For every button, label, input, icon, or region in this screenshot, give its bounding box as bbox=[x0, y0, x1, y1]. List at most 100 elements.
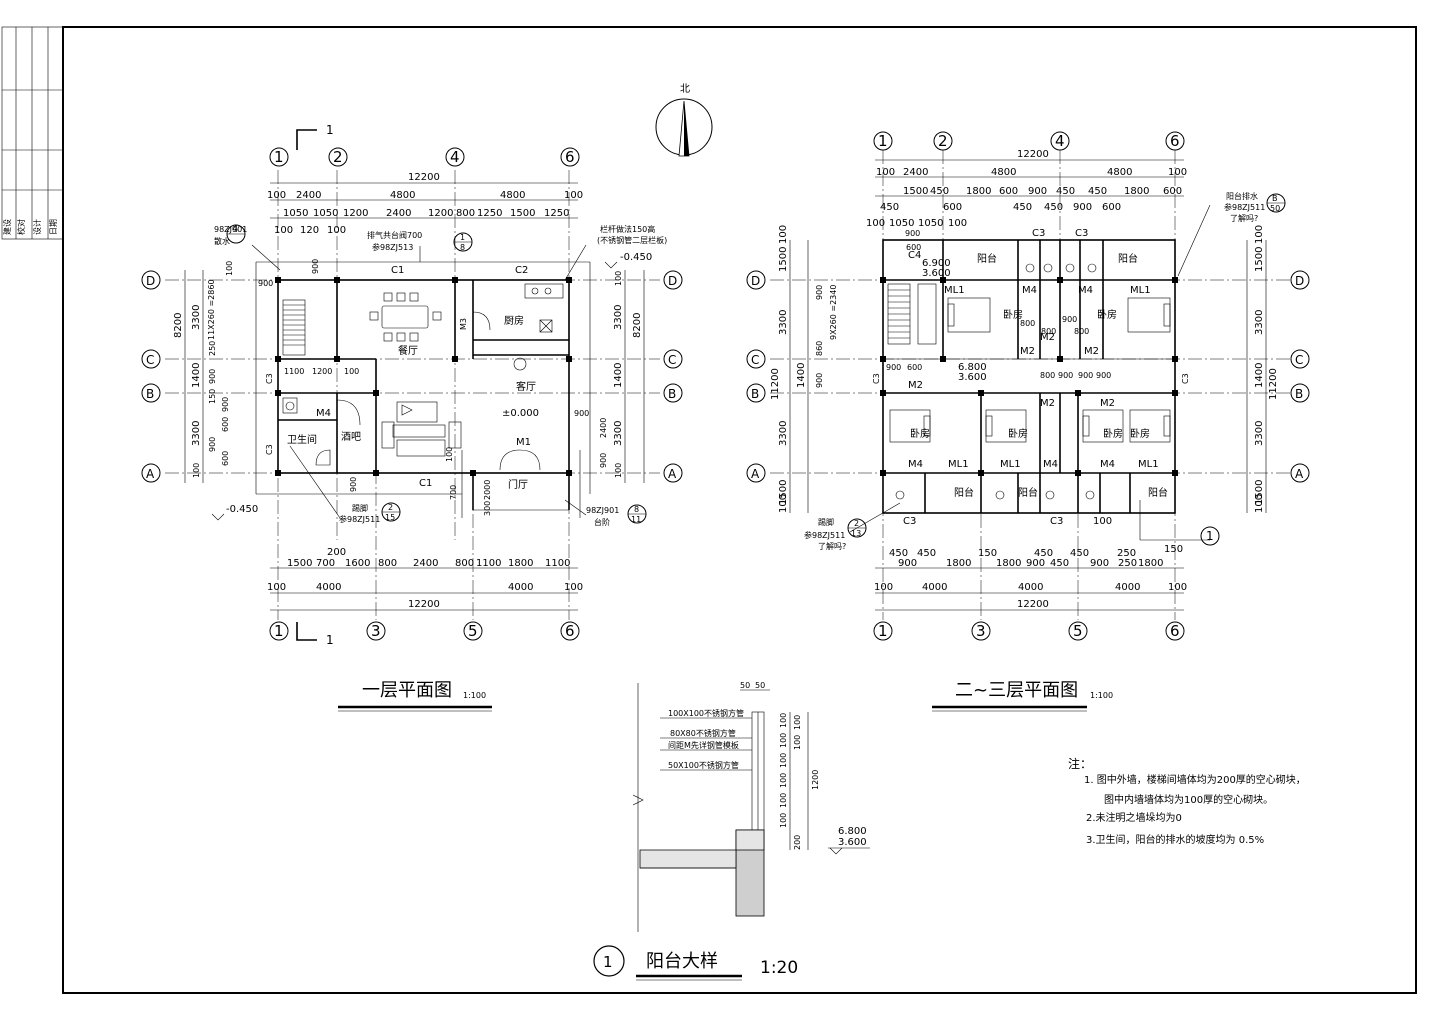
dim: 800 bbox=[1041, 327, 1056, 336]
callout: 4 bbox=[232, 224, 238, 235]
dim: 1500 bbox=[778, 480, 789, 505]
dim: 4800 bbox=[500, 190, 525, 201]
dim: 100 bbox=[192, 463, 201, 478]
dim: 120 bbox=[300, 225, 319, 236]
label: M2 bbox=[908, 380, 923, 391]
dim: 100 bbox=[793, 715, 802, 730]
dim: 450 bbox=[1070, 548, 1089, 559]
axis-label: A bbox=[1295, 467, 1304, 481]
dim: 8200 bbox=[632, 313, 643, 338]
room-bedroom: 卧房 bbox=[1130, 427, 1150, 440]
note: 98ZJ901 bbox=[586, 506, 619, 515]
axis-bubbles-side: D C B A D C B A bbox=[746, 270, 1310, 483]
axis-label: D bbox=[668, 274, 677, 288]
callout: 11 bbox=[631, 515, 641, 524]
label: C3 bbox=[1075, 228, 1088, 239]
dim: 2400 bbox=[599, 418, 608, 438]
label-c3: C3 bbox=[265, 444, 274, 455]
dim: 200 bbox=[793, 835, 802, 850]
columns bbox=[880, 277, 1178, 476]
axis-label: D bbox=[751, 274, 760, 288]
axis-label: 5 bbox=[1073, 622, 1083, 640]
dim: 100 bbox=[564, 582, 583, 593]
callout: 2 bbox=[388, 503, 393, 512]
detail-scale: 1:20 bbox=[760, 958, 798, 978]
label: M4 bbox=[908, 459, 923, 470]
label: ML1 bbox=[1138, 459, 1159, 470]
dim: 900 bbox=[599, 453, 608, 468]
dim: 100 bbox=[445, 447, 454, 462]
dim: 1500 bbox=[903, 186, 928, 197]
axis-label: A bbox=[668, 467, 677, 481]
dim: 1800 bbox=[996, 558, 1021, 569]
dim: 2400 bbox=[296, 190, 321, 201]
north-label: 北 bbox=[680, 83, 690, 95]
dim: 450 bbox=[889, 548, 908, 559]
callout: 13 bbox=[851, 529, 861, 538]
label: M4 bbox=[1100, 459, 1115, 470]
dim: 1800 bbox=[1138, 558, 1163, 569]
notes-heading: 注： bbox=[1068, 756, 1092, 771]
axis-label: C bbox=[751, 353, 759, 367]
dim: 2400 bbox=[386, 208, 411, 219]
kitchen-fixtures bbox=[472, 283, 564, 333]
dim: 1800 bbox=[508, 558, 533, 569]
dim: 3300 bbox=[613, 305, 624, 330]
axis-label: 6 bbox=[565, 148, 575, 166]
dim: 600 bbox=[221, 451, 230, 466]
axis-label: B bbox=[146, 387, 154, 401]
note: 台阶 bbox=[594, 517, 610, 527]
detail-label: 间距M先详钢管模板 bbox=[668, 740, 739, 750]
dim: 4000 bbox=[1018, 582, 1043, 593]
label: M4 bbox=[1043, 459, 1058, 470]
dim: 900 bbox=[311, 259, 320, 274]
axis-label: B bbox=[668, 387, 676, 401]
note: 排气共台阀700 bbox=[367, 230, 422, 240]
dim: 4800 bbox=[991, 167, 1016, 178]
dim: 600 bbox=[906, 243, 921, 252]
label: M2 bbox=[1040, 398, 1055, 409]
dim: 1500 bbox=[1254, 480, 1265, 505]
axis-label: 3 bbox=[976, 622, 986, 640]
dim: 100 bbox=[779, 753, 788, 768]
axis-bubbles-top: 1 2 4 6 bbox=[269, 147, 580, 167]
sofa-icon bbox=[381, 357, 527, 457]
axis-bubbles-bottom: 1 3 5 6 bbox=[873, 621, 1185, 641]
detail-number: 1 bbox=[603, 953, 613, 971]
dim: 900 bbox=[349, 477, 358, 492]
note-item: 1. 图中外墙，楼梯间墙体均为200厚的空心砌块， bbox=[1084, 773, 1306, 786]
dim: 900 bbox=[898, 558, 917, 569]
callout: 50 bbox=[1270, 204, 1280, 213]
dim: 3300 bbox=[191, 421, 202, 446]
dim: 450 bbox=[1013, 202, 1032, 213]
room-bedroom: 卧房 bbox=[1103, 427, 1123, 440]
columns bbox=[275, 277, 572, 476]
dim: 100 bbox=[327, 225, 346, 236]
axis-label: C bbox=[668, 353, 676, 367]
room-bath: 卫生间 bbox=[287, 433, 317, 446]
room-bedroom: 卧房 bbox=[910, 427, 930, 440]
label: ML1 bbox=[1000, 459, 1021, 470]
label-c1: C1 bbox=[419, 478, 432, 489]
axis-label: 6 bbox=[1170, 132, 1180, 150]
dim: 1250 bbox=[477, 208, 502, 219]
dim: 1400 bbox=[1254, 363, 1265, 388]
dim: 100 bbox=[779, 813, 788, 828]
room-living: 客厅 bbox=[516, 380, 536, 393]
axis-label: 6 bbox=[565, 622, 575, 640]
dim-total: 12200 bbox=[1017, 149, 1049, 160]
axis-label: 4 bbox=[1055, 132, 1065, 150]
dim-total: 12200 bbox=[1017, 599, 1049, 610]
dim: 1100 bbox=[545, 558, 570, 569]
dim: 2000 bbox=[483, 480, 492, 500]
dim: 100 bbox=[866, 218, 885, 229]
dim: 900 bbox=[815, 373, 824, 388]
dim: 800 bbox=[378, 558, 397, 569]
dim: 450 bbox=[1056, 186, 1075, 197]
dim: 900 bbox=[1058, 371, 1073, 380]
axis-label: D bbox=[1295, 274, 1304, 288]
note: 散水 bbox=[214, 236, 230, 246]
dim: 4000 bbox=[316, 582, 341, 593]
dim: 900 bbox=[258, 279, 273, 288]
dim: 1400 bbox=[796, 363, 807, 388]
